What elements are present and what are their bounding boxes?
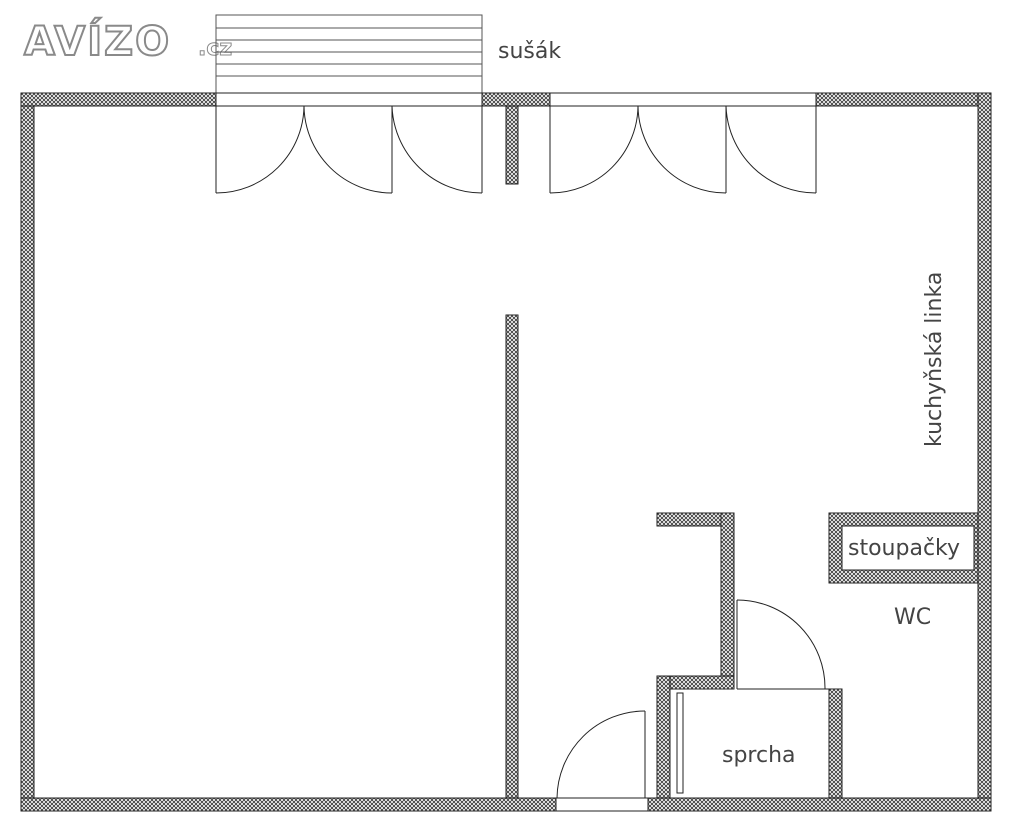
top-openings bbox=[216, 92, 816, 107]
wall-bottom-left bbox=[20, 797, 557, 812]
shower-screen bbox=[676, 692, 684, 794]
entrance-door bbox=[556, 710, 648, 812]
drying-rack bbox=[215, 14, 483, 94]
logo-main-text: AVÍZO bbox=[24, 17, 171, 65]
wc-label: WC bbox=[894, 605, 931, 630]
risers-box-inner bbox=[841, 525, 975, 571]
partition-main bbox=[505, 314, 519, 799]
wall-top-right bbox=[815, 92, 992, 107]
wall-left bbox=[20, 92, 35, 812]
drying-rack-label: sušák bbox=[498, 39, 561, 64]
wall-top-left bbox=[20, 92, 217, 107]
exterior-walls bbox=[20, 92, 992, 812]
wall-bottom-right bbox=[647, 797, 992, 812]
interior-walls bbox=[505, 105, 979, 799]
kitchen-unit-label: kuchyňská linka bbox=[922, 272, 947, 447]
shower-wall-right bbox=[828, 688, 843, 799]
wall-right bbox=[977, 92, 992, 812]
risers-label: stoupačky bbox=[848, 536, 960, 561]
doors-left-room bbox=[215, 105, 483, 194]
avizo-logo: AVÍZO .cz bbox=[23, 16, 233, 66]
bath-wall-vertical bbox=[720, 512, 735, 690]
doors-right-room bbox=[549, 105, 817, 194]
shower-label: sprcha bbox=[722, 743, 796, 768]
partition-top-stub bbox=[505, 105, 519, 185]
shower-wall-left bbox=[656, 675, 671, 799]
wall-top-middle bbox=[481, 92, 551, 107]
wc-door bbox=[736, 599, 829, 690]
